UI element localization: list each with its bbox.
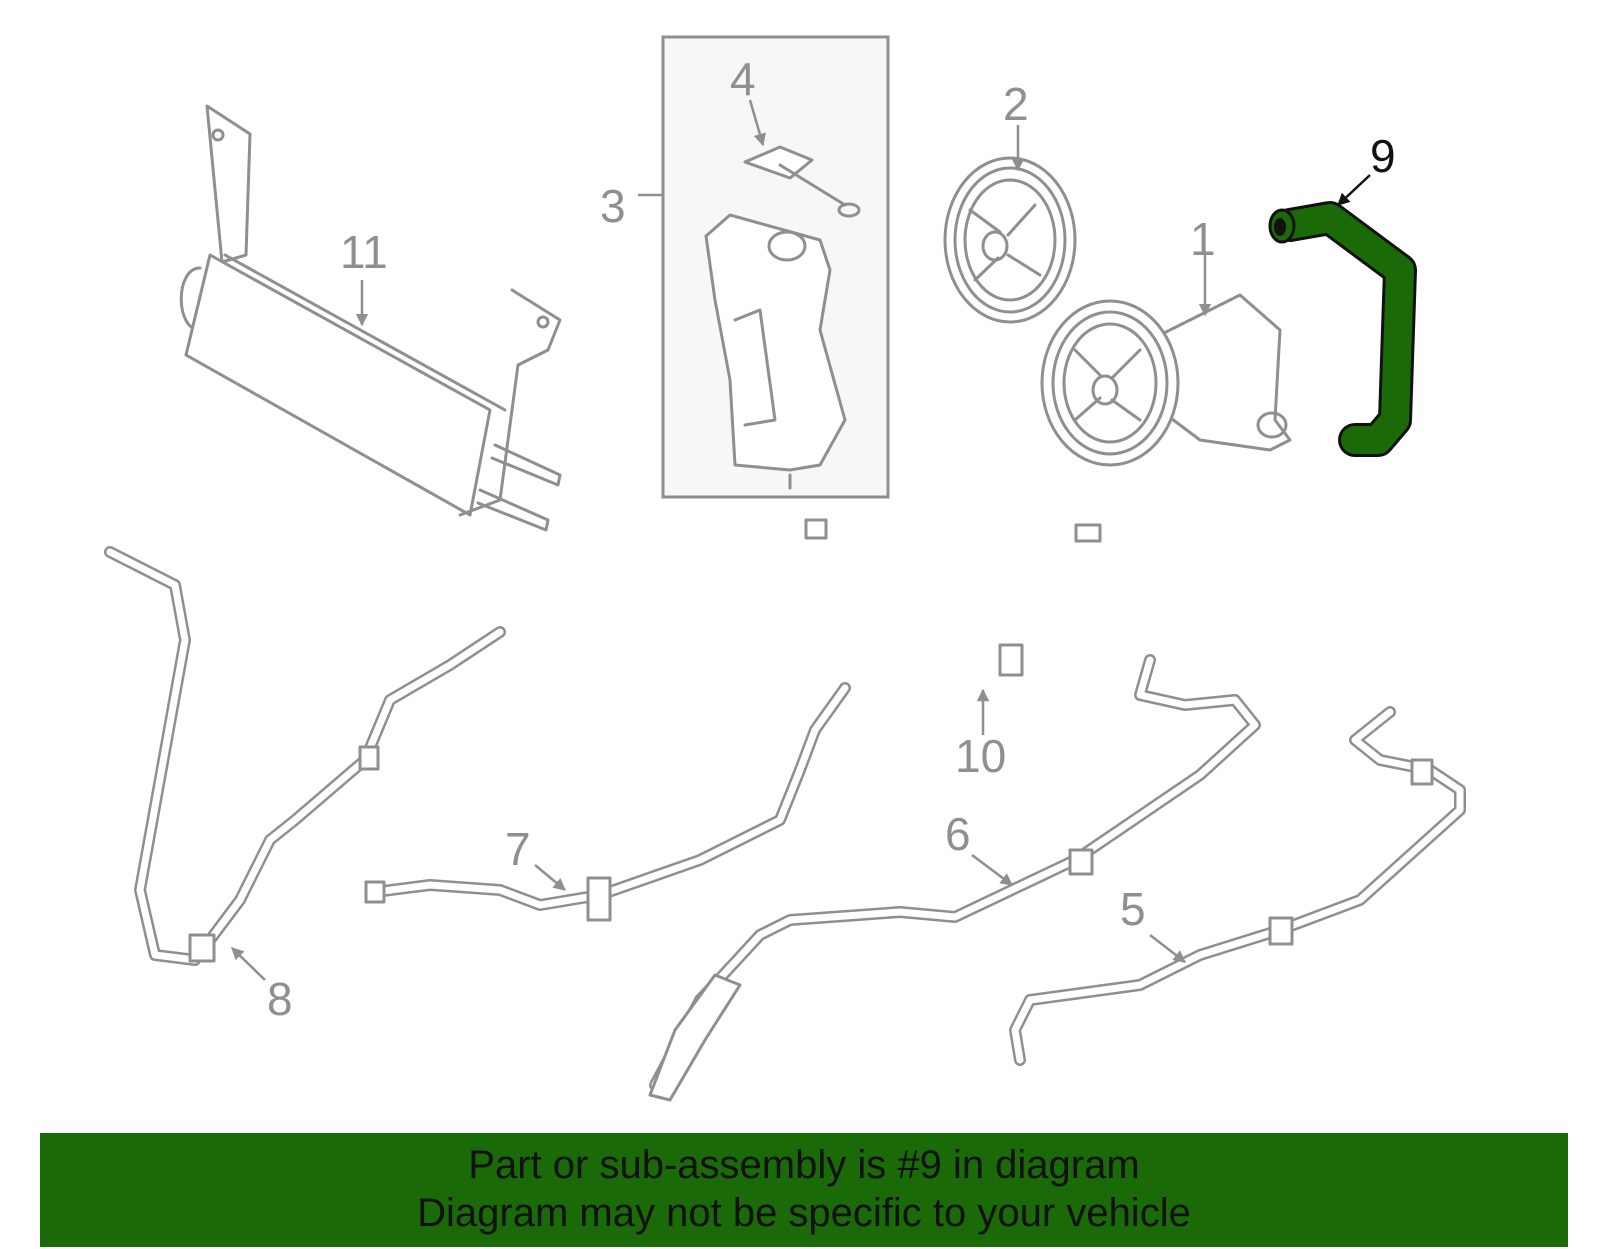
callout-11: 11 (340, 226, 388, 278)
leader-8 (231, 947, 266, 981)
callouts: 1 2 3 4 5 6 7 8 9 10 11 (267, 53, 1396, 1025)
part-2-pulley (943, 156, 1077, 324)
part-9-hose-highlighted (1268, 201, 1417, 457)
leader-7 (534, 864, 566, 891)
callout-9: 9 (1370, 130, 1396, 182)
banner-line-2: Diagram may not be specific to your vehi… (417, 1191, 1191, 1235)
part-8-line (104, 546, 506, 966)
callout-5: 5 (1120, 883, 1146, 935)
leader-5 (1149, 934, 1186, 963)
leader-lines (231, 99, 1371, 981)
part-3-reservoir-box (661, 35, 890, 499)
leader-4 (748, 99, 766, 147)
part-6-line (648, 654, 1261, 1102)
banner-line-1: Part or sub-assembly is #9 in diagram (468, 1143, 1140, 1187)
info-banner: Part or sub-assembly is #9 in diagram Di… (40, 1133, 1568, 1247)
callout-3: 3 (600, 180, 626, 232)
callout-10: 10 (955, 730, 1006, 782)
callout-8: 8 (267, 973, 293, 1025)
callout-1: 1 (1190, 213, 1216, 265)
part-5-line (1009, 706, 1466, 1066)
callout-4: 4 (730, 53, 756, 105)
part-1-pump (1040, 293, 1292, 467)
leader-6 (971, 854, 1013, 886)
part-11-cooler (179, 104, 562, 532)
part-7-line (364, 682, 851, 922)
callout-2: 2 (1003, 78, 1029, 130)
callout-6: 6 (945, 808, 971, 860)
callout-7: 7 (505, 823, 531, 875)
part-10-line (804, 518, 1102, 678)
leader-9 (1337, 174, 1371, 206)
